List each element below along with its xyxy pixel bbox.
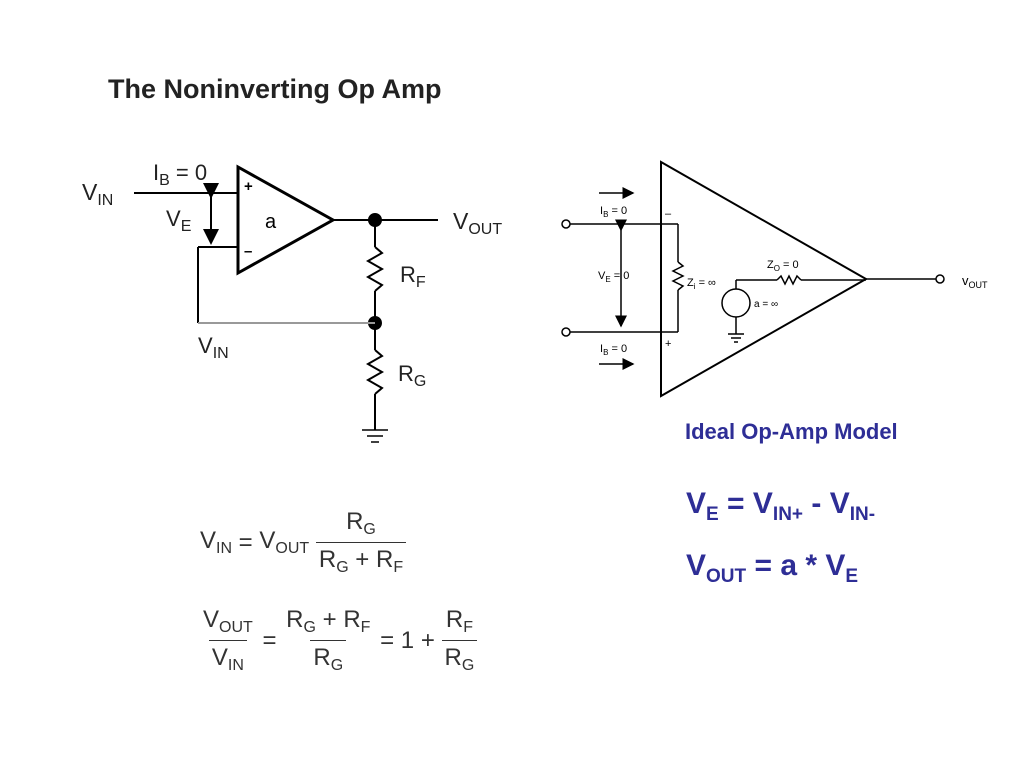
rf-resistor (365, 246, 385, 292)
ib-label: IB = 0 (153, 160, 207, 189)
vin-node-label: VIN (198, 333, 229, 362)
page-title: The Noninverting Op Amp (108, 74, 442, 104)
vin-label: VIN (82, 179, 113, 209)
gain-label: a (265, 211, 277, 233)
ideal-opamp-model (561, 160, 945, 398)
equation-vout: VOUT = a * VE (686, 549, 859, 587)
opamp-triangle (236, 164, 337, 276)
rg-resistor (365, 349, 385, 395)
inverting-input-sign: – (244, 243, 252, 260)
formula-vin: VIN = VOUT RG RG + RF (200, 508, 407, 577)
zi-resistor (671, 261, 685, 291)
rg-label: RG (398, 361, 426, 390)
noninverting-terminal (561, 327, 571, 337)
ve-model-label: VE = 0 (598, 270, 629, 284)
model-minus-sign: – (665, 208, 672, 220)
rf-label: RF (400, 262, 426, 291)
a-label: a = ∞ (754, 299, 778, 310)
output-terminal (935, 274, 945, 284)
dependent-source (721, 288, 751, 318)
zo-label: ZO = 0 (767, 259, 799, 273)
model-plus-sign: + (665, 338, 671, 350)
noninverting-circuit (134, 164, 438, 443)
vout-label: VOUT (453, 208, 502, 238)
zo-resistor (776, 274, 802, 286)
ib-bottom-label: IB = 0 (600, 343, 627, 357)
inverting-terminal (561, 219, 571, 229)
zi-label: Zi = ∞ (687, 277, 716, 291)
formula-gain: VOUT VIN = RG + RF RG = 1 + RF RG (200, 606, 478, 675)
model-triangle (660, 160, 869, 398)
ve-label: VE (166, 206, 191, 235)
noninverting-input-sign: + (244, 178, 253, 195)
equation-ve: VE = VIN+ - VIN- (686, 487, 876, 525)
vout-model-label: vOUT (962, 273, 988, 290)
model-label: Ideal Op-Amp Model (685, 419, 898, 444)
ib-top-label: IB = 0 (600, 205, 627, 219)
